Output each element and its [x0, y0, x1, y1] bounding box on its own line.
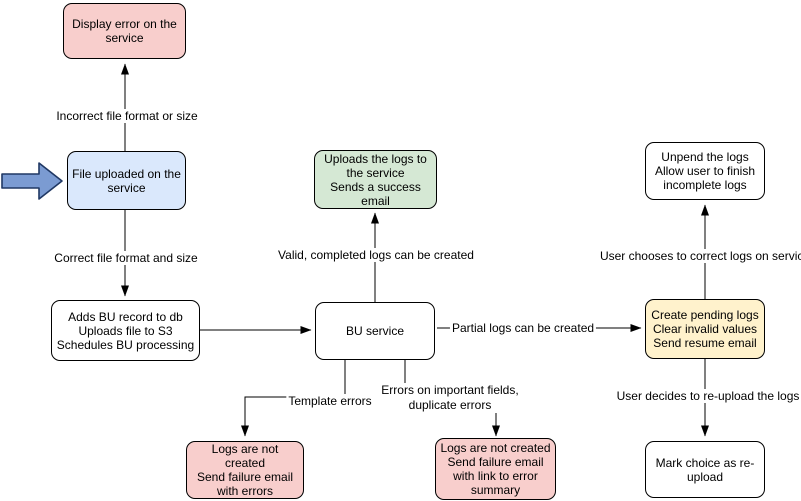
edge-label-user-chooses-correct: User chooses to correct logs on service [597, 249, 801, 263]
node-mark-choice-reupload: Mark choice as re- upload [645, 441, 765, 498]
node-logs-failure-summary: Logs are not created Send failure email … [435, 438, 556, 500]
edge-label-important-field-errors: Errors on important fields, duplicate er… [378, 383, 522, 413]
edge-label-user-decides-reupload: User decides to re-upload the logs [614, 389, 801, 403]
edge-label-valid-logs: Valid, completed logs can be created [276, 248, 476, 262]
node-file-uploaded: File uploaded on the service [67, 151, 186, 210]
node-bu-service: BU service [315, 302, 435, 360]
node-display-error: Display error on the service [63, 3, 186, 59]
edge-label-correct-format: Correct file format and size [52, 251, 200, 265]
edge-label-incorrect-format: Incorrect file format or size [54, 109, 200, 123]
edge-label-partial-logs: Partial logs can be created [449, 321, 597, 335]
node-unpend-logs: Unpend the logs Allow user to finish inc… [645, 142, 765, 200]
node-adds-bu-record: Adds BU record to db Uploads file to S3 … [51, 300, 200, 361]
edge-label-template-errors: Template errors [286, 394, 374, 408]
entry-pointer-arrow-icon [1, 162, 63, 200]
node-logs-failure-errors: Logs are not created Send failure email … [186, 441, 304, 499]
node-uploads-logs-success: Uploads the logs to the service Sends a … [314, 150, 437, 209]
node-create-pending-logs: Create pending logs Clear invalid values… [645, 299, 765, 359]
